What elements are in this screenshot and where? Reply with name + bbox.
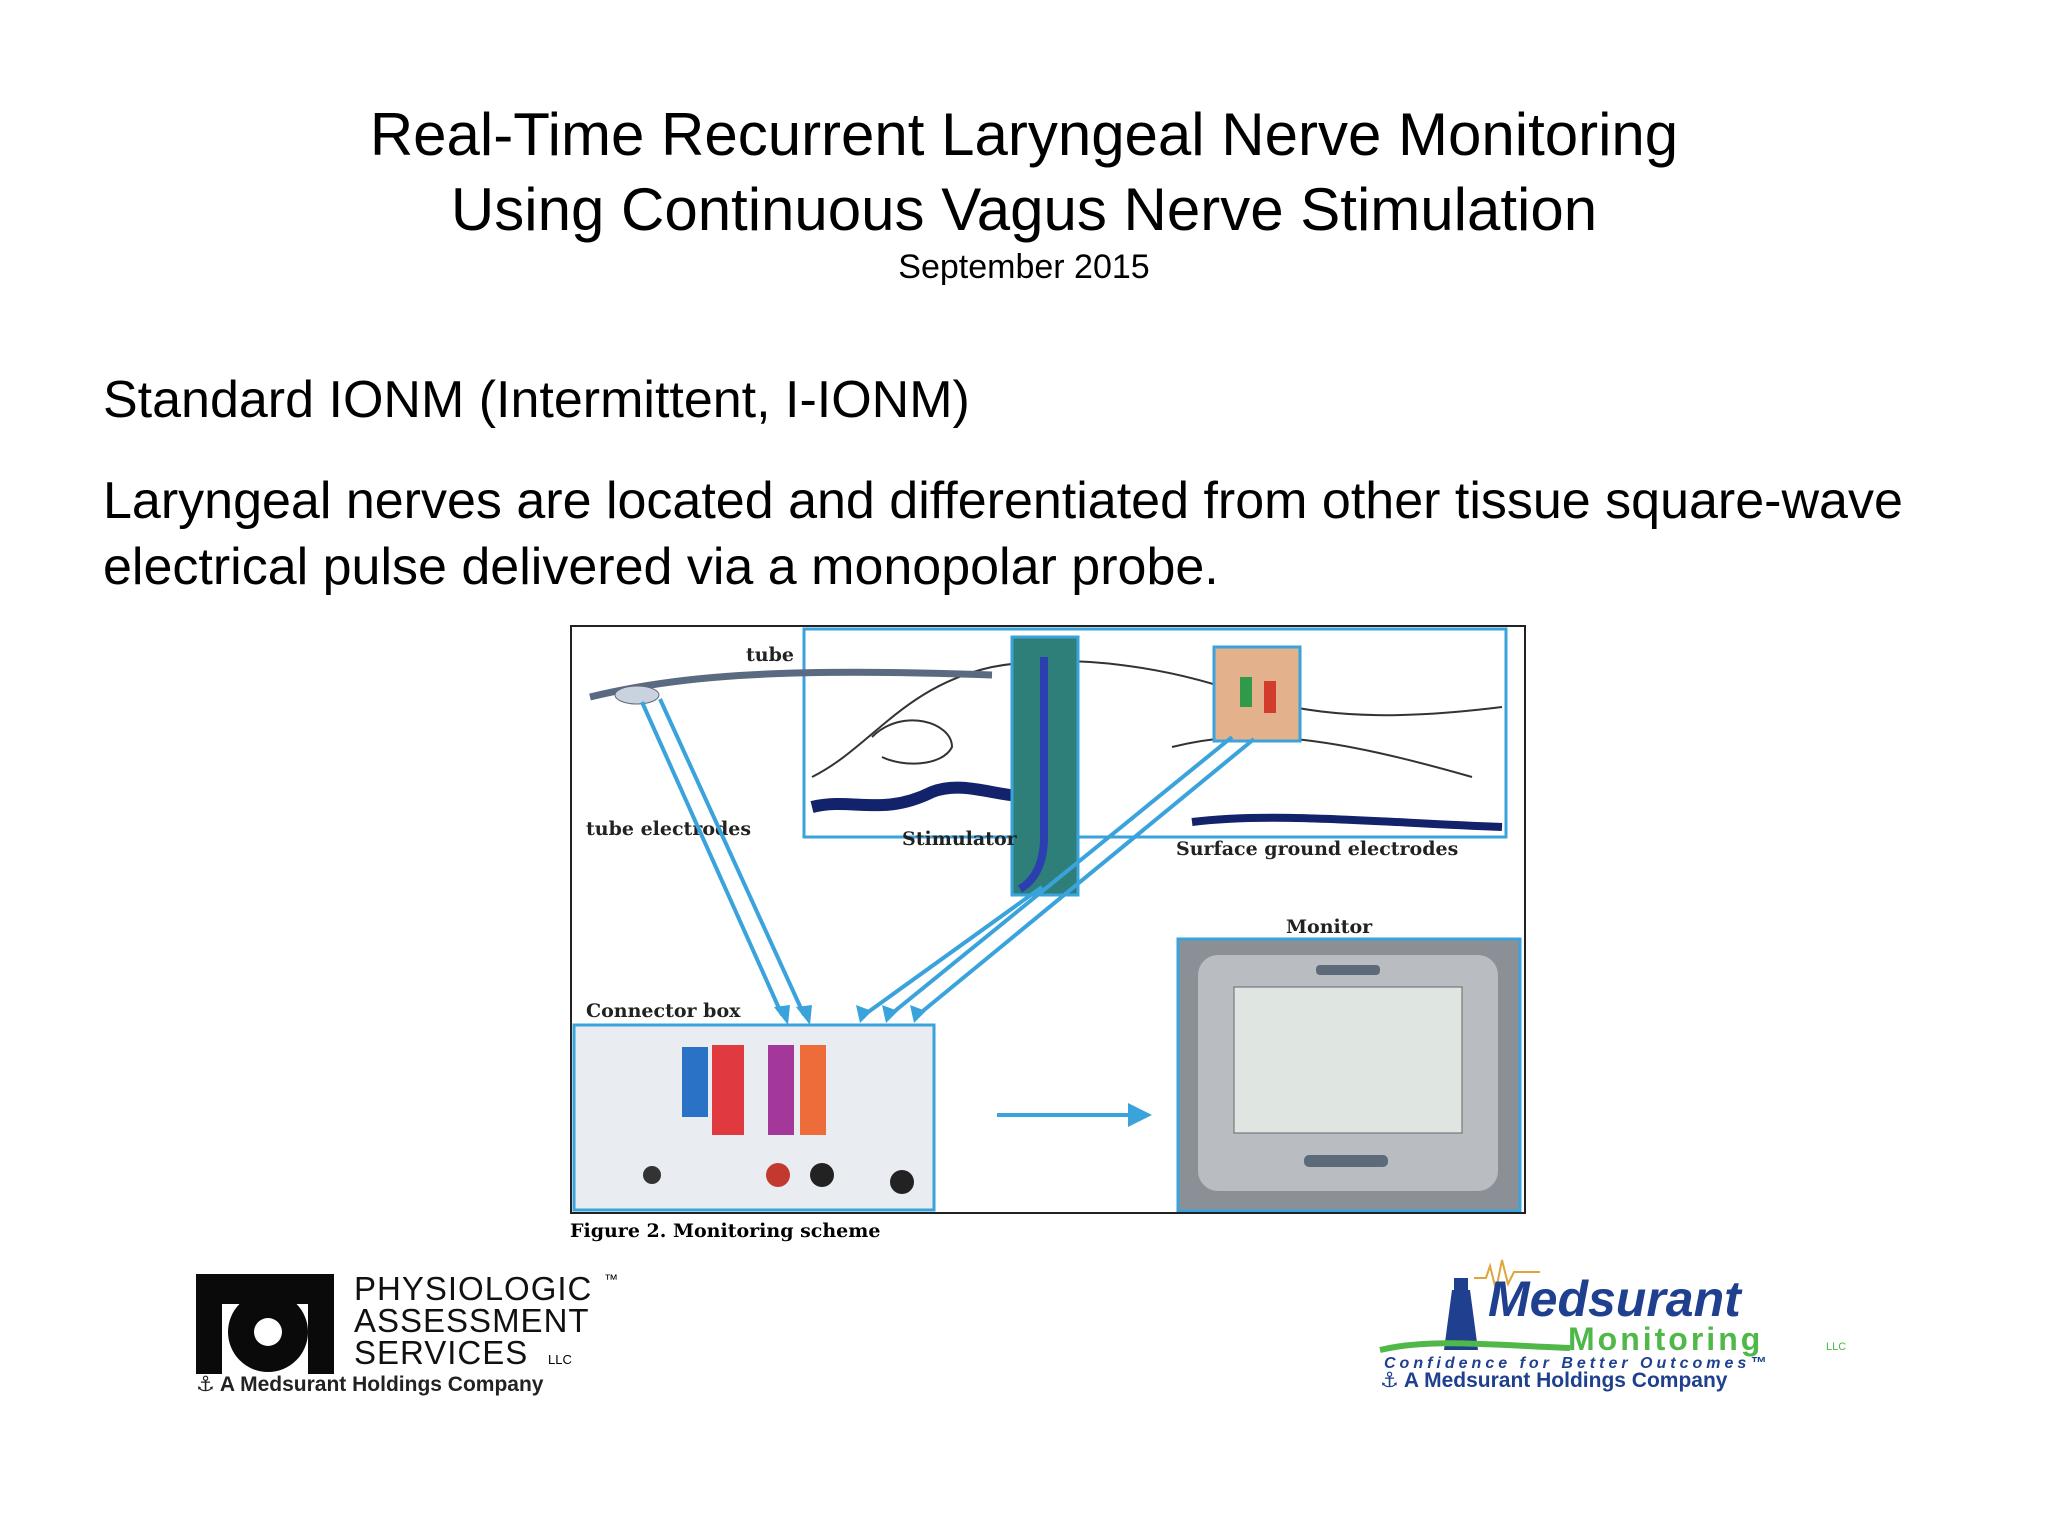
stimulator-probe <box>1017 657 1048 893</box>
label-monitor: Monitor <box>1286 916 1373 938</box>
label-connector-box: Connector box <box>586 1000 741 1022</box>
pas-llc: LLC <box>548 1352 572 1367</box>
medsurant-subtitle: ⚓ A Medsurant Holdings Company <box>1380 1368 1727 1393</box>
medsurant-llc: LLC <box>1826 1341 1846 1353</box>
connector-jack-1 <box>643 1166 661 1184</box>
pas-trademark: ™ <box>604 1271 618 1287</box>
monitor-badge <box>1316 965 1380 975</box>
pas-line-2: ASSESSMENT <box>354 1302 590 1339</box>
pas-logo: PHYSIOLOGIC ™ ASSESSMENT SERVICES LLC <box>196 1270 618 1374</box>
patient-ear <box>871 719 954 765</box>
lighthouse-icon <box>1444 1290 1478 1350</box>
lighthouse-icon: ⚓ <box>196 1373 220 1396</box>
connector-jack-3 <box>890 1170 914 1194</box>
lighthouse-small-icon: ⚓ <box>1380 1369 1404 1392</box>
figure-caption: Figure 2. Monitoring scheme <box>570 1220 881 1242</box>
monitoring-scheme-figure: tube Stimulator Surface ground electrode… <box>570 625 1526 1214</box>
pas-mark-hole <box>254 1318 282 1346</box>
connector-orange-block <box>800 1045 826 1135</box>
surface-electrodes-photo <box>1212 645 1302 743</box>
monitor-screen <box>1233 986 1463 1134</box>
patient-drape <box>1191 813 1503 831</box>
connector-jack-2 <box>810 1163 834 1187</box>
slide-date: September 2015 <box>898 248 1150 286</box>
pas-mark-right <box>308 1274 334 1374</box>
medsurant-subtitle-text: A Medsurant Holdings Company <box>1403 1369 1728 1392</box>
pas-mark-stem <box>196 1274 222 1374</box>
pas-subtitle-text: A Medsurant Holdings Company <box>219 1373 544 1396</box>
body-text: Laryngeal nerves are located and differe… <box>103 472 1903 596</box>
lighthouse-lamp <box>1454 1278 1468 1290</box>
connector-jack-red <box>766 1163 790 1187</box>
slide-title-line-2: Using Continuous Vagus Nerve Stimulation <box>450 176 1598 243</box>
red-electrode <box>1264 681 1276 713</box>
wave-green <box>1379 1340 1571 1353</box>
connector-purple-block <box>768 1045 794 1135</box>
medsurant-tagline: Confidence for Better Outcomes™ <box>1384 1355 1770 1372</box>
figure-illustration: tube Stimulator Surface ground electrode… <box>572 627 1522 1212</box>
monitor-label-plate <box>1304 1155 1388 1167</box>
arrow-heads <box>774 1005 926 1025</box>
arrow-to-monitor-head <box>1128 1103 1152 1127</box>
pas-subtitle: ⚓ A Medsurant Holdings Company <box>196 1372 543 1397</box>
medsurant-logo: Medsurant Monitoring LLC Confidence for … <box>1379 1259 1846 1372</box>
label-surface-electrodes: Surface ground electrodes <box>1176 838 1458 860</box>
signal-arrows <box>640 698 1256 1017</box>
section-heading: Standard IONM (Intermittent, I-IONM) <box>103 371 970 429</box>
connector-red-block <box>712 1045 744 1135</box>
heartbeat-line <box>1474 1259 1540 1291</box>
pas-line-3: SERVICES <box>354 1334 528 1371</box>
patient-outline <box>811 660 1503 778</box>
connector-box-photo <box>572 1023 936 1212</box>
medsurant-monitoring: Monitoring <box>1568 1321 1763 1357</box>
label-tube-electrodes: tube electrodes <box>586 818 751 840</box>
tube-cuff <box>614 685 660 705</box>
green-electrode <box>1240 677 1252 707</box>
slide-title-line-1: Real-Time Recurrent Laryngeal Nerve Moni… <box>369 101 1679 168</box>
pas-line-1: PHYSIOLOGIC <box>354 1270 592 1307</box>
label-stimulator: Stimulator <box>902 828 1018 850</box>
medsurant-name: Medsurant <box>1488 1271 1743 1327</box>
label-tube: tube <box>746 644 794 666</box>
connector-blue-block <box>682 1047 708 1117</box>
